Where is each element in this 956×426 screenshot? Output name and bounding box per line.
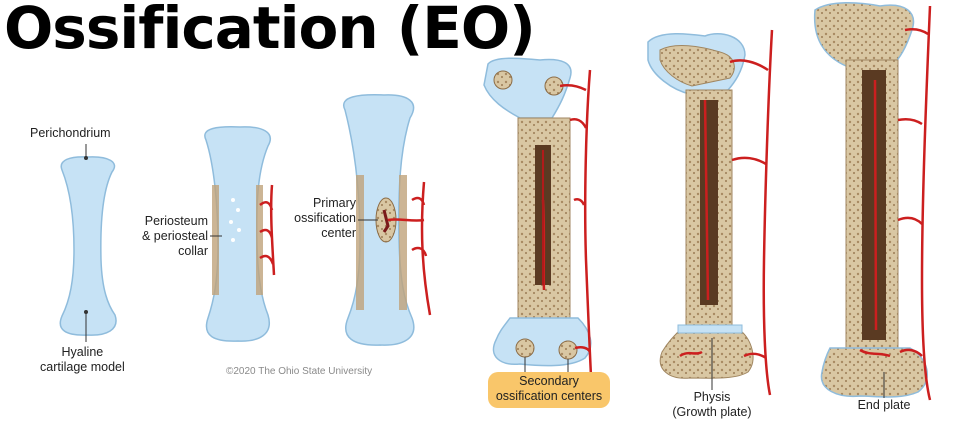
stage-physis bbox=[647, 29, 774, 396]
label-hyaline-line2: cartilage model bbox=[40, 360, 125, 374]
stage-cartilage-model bbox=[59, 144, 117, 342]
label-primary-line2: ossification bbox=[294, 211, 356, 225]
label-perichondrium: Perichondrium bbox=[30, 126, 111, 141]
label-physis-line1: Physis bbox=[693, 390, 731, 404]
label-secondary-line2: ossification centers bbox=[495, 389, 603, 403]
label-end-plate: End plate bbox=[844, 398, 924, 413]
label-physis-line2: (Growth plate) bbox=[672, 405, 752, 419]
label-physis: Physis (Growth plate) bbox=[662, 390, 762, 420]
label-hyaline-line1: Hyaline bbox=[61, 345, 104, 359]
copyright-notice: ©2020 The Ohio State University bbox=[226, 366, 373, 377]
label-end-plate-text: End plate bbox=[857, 398, 911, 412]
label-periosteum-line2: & periosteal bbox=[141, 229, 208, 243]
stage-secondary-centers bbox=[483, 57, 594, 396]
label-primary-line3: center bbox=[321, 226, 356, 240]
label-periosteum: Periosteum & periosteal collar bbox=[128, 214, 208, 259]
label-primary-line1: Primary bbox=[312, 196, 356, 210]
label-secondary-centers: Secondary ossification centers bbox=[484, 374, 614, 404]
stage-end-plate bbox=[813, 1, 932, 401]
label-periosteum-line3: collar bbox=[178, 244, 208, 258]
stage-periosteal-collar bbox=[204, 126, 276, 342]
label-hyaline-cartilage: Hyaline cartilage model bbox=[40, 345, 125, 375]
label-secondary-line1: Secondary bbox=[519, 374, 579, 388]
label-perichondrium-text: Perichondrium bbox=[30, 126, 111, 140]
stage-primary-center bbox=[342, 94, 432, 346]
label-primary-center: Primary ossification center bbox=[278, 196, 356, 241]
label-periosteum-line1: Periosteum bbox=[144, 214, 208, 228]
page-title: Ossification (EO) bbox=[4, 0, 536, 62]
highlight-secondary bbox=[488, 372, 610, 408]
